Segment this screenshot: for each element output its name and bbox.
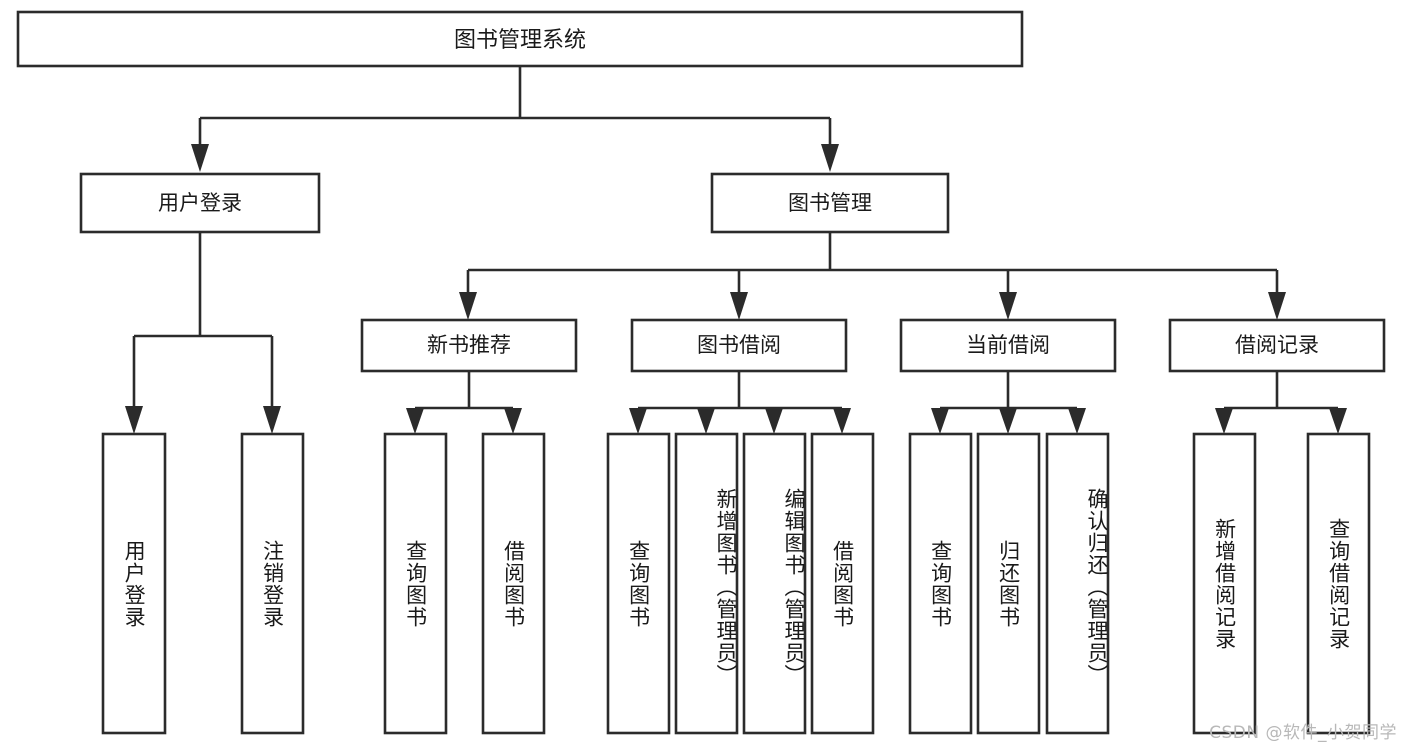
arrowhead-userlogin-leaf2: [263, 406, 281, 434]
arrowhead-userlogin-leaf1: [125, 406, 143, 434]
node-current-borrow[interactable]: 当前借阅: [899, 318, 1117, 373]
arrowhead-currentborrow-leaf2: [999, 408, 1017, 434]
leaf-box-add-borrow-record[interactable]: [1192, 432, 1257, 735]
arrowhead-currentborrow: [999, 292, 1017, 320]
book-borrow-box[interactable]: [630, 318, 848, 373]
root-label: 图书管理系统: [454, 28, 586, 53]
arrowhead-bookborrow-leaf2: [697, 408, 715, 434]
leaf-box-edit-book-admin[interactable]: [742, 432, 807, 735]
leaf-box-query-book-bb[interactable]: [606, 432, 671, 735]
arrowhead-currentborrow-leaf1: [931, 408, 949, 434]
new-book-recommend-label: 新书推荐: [427, 333, 511, 357]
node-book-management[interactable]: 图书管理: [710, 172, 950, 234]
arrowhead-borrowrecord: [1268, 292, 1286, 320]
leaf-box-borrow-book-bb[interactable]: [810, 432, 875, 735]
user-login-label: 用户登录: [158, 191, 242, 215]
leaf-box-return-book[interactable]: [976, 432, 1041, 735]
leaf-box-add-book-admin[interactable]: [674, 432, 739, 735]
book-management-label: 图书管理: [788, 191, 872, 215]
node-root[interactable]: 图书管理系统: [16, 10, 1024, 68]
arrowhead-user-login: [191, 144, 209, 172]
arrowhead-bookborrow: [730, 292, 748, 320]
arrowhead-currentborrow-leaf3: [1068, 408, 1086, 434]
leaf-box-confirm-return-admin[interactable]: [1045, 432, 1110, 735]
arrowhead-newbook-leaf2: [504, 408, 522, 434]
new-book-recommend-box[interactable]: [360, 318, 578, 373]
arrowhead-bookborrow-leaf3: [765, 408, 783, 434]
current-borrow-label: 当前借阅: [966, 333, 1050, 357]
node-new-book-recommend[interactable]: 新书推荐: [360, 318, 578, 373]
leaf-box-query-borrow-record[interactable]: [1306, 432, 1371, 735]
root-box[interactable]: [16, 10, 1024, 68]
leaf-box-user-login[interactable]: [101, 432, 167, 735]
borrow-record-box[interactable]: [1168, 318, 1386, 373]
leaf-box-logout[interactable]: [240, 432, 305, 735]
arrowhead-newbook-leaf1: [406, 408, 424, 434]
node-user-login[interactable]: 用户登录: [79, 172, 321, 234]
borrow-record-label: 借阅记录: [1235, 333, 1319, 357]
node-borrow-record[interactable]: 借阅记录: [1168, 318, 1386, 373]
arrowhead-newbook: [459, 292, 477, 320]
current-borrow-box[interactable]: [899, 318, 1117, 373]
arrowhead-book-mgmt: [821, 144, 839, 172]
arrowhead-bookborrow-leaf1: [629, 408, 647, 434]
book-borrow-label: 图书借阅: [697, 333, 781, 357]
watermark-text: CSDN @软件_小贺同学: [1209, 723, 1397, 743]
arrowhead-borrowrecord-leaf2: [1329, 408, 1347, 434]
leaf-box-borrow-book-nb[interactable]: [481, 432, 546, 735]
leaf-box-query-book-cb[interactable]: [908, 432, 973, 735]
arrowhead-borrowrecord-leaf1: [1215, 408, 1233, 434]
arrowhead-bookborrow-leaf4: [833, 408, 851, 434]
book-management-box[interactable]: [710, 172, 950, 234]
node-book-borrow[interactable]: 图书借阅: [630, 318, 848, 373]
leaf-box-query-book-nb[interactable]: [383, 432, 448, 735]
